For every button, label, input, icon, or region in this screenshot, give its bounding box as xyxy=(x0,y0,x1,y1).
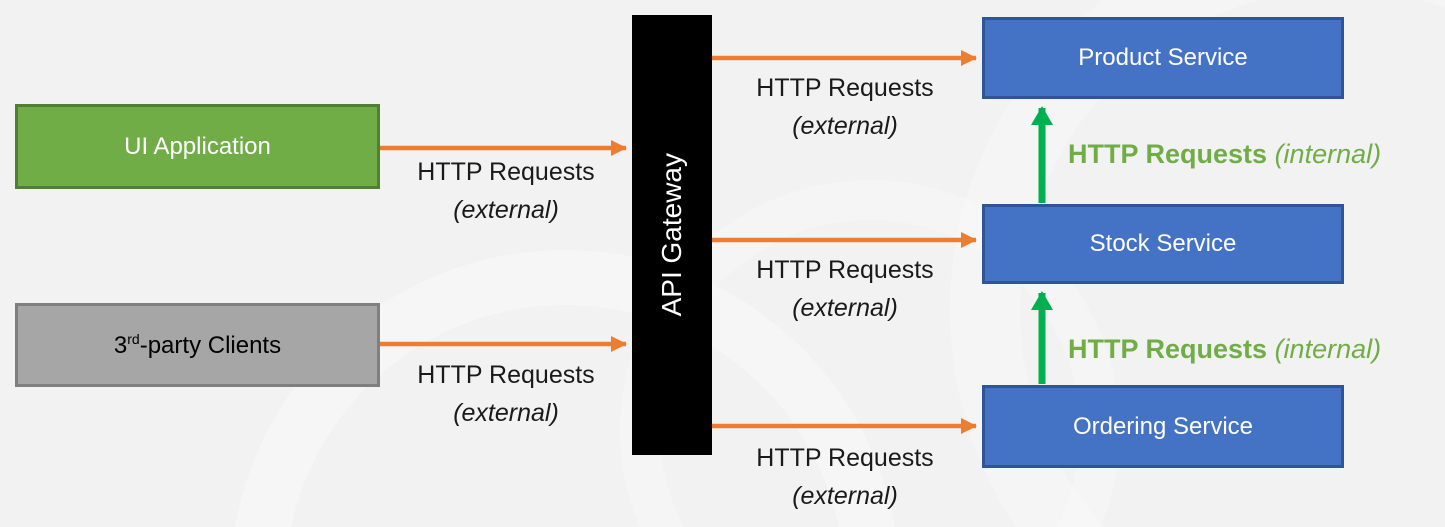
internal-label-italic: (internal) xyxy=(1274,334,1382,364)
node-product-service: Product Service xyxy=(982,17,1344,99)
edge-label-line1: HTTP Requests xyxy=(756,74,934,102)
internal-label-italic: (internal) xyxy=(1274,139,1382,169)
third-party-clients-label: 3rd-party Clients xyxy=(113,330,282,359)
edge-label-stock-product-internal: HTTP Requests (internal) xyxy=(1068,139,1445,170)
edge-label-gateway-ordering-external: HTTP Requests (external) xyxy=(720,439,970,515)
node-ordering-service: Ordering Service xyxy=(982,385,1344,468)
node-ui-application: UI Application xyxy=(15,104,380,189)
ordering-service-label: Ordering Service xyxy=(1072,412,1254,440)
edge-label-gateway-stock-external: HTTP Requests (external) xyxy=(720,251,970,327)
edge-label-thirdparty-gateway-external: HTTP Requests (external) xyxy=(381,356,631,432)
edge-label-gateway-product-external: HTTP Requests (external) xyxy=(720,69,970,145)
node-api-gateway: API Gateway xyxy=(632,15,712,455)
edge-label-ui-gateway-external: HTTP Requests (external) xyxy=(381,153,631,229)
product-service-label: Product Service xyxy=(1078,44,1248,71)
edge-label-ordering-stock-internal: HTTP Requests (internal) xyxy=(1068,334,1445,365)
stock-service-label: Stock Service xyxy=(1089,230,1237,257)
node-stock-service: Stock Service xyxy=(982,204,1344,284)
ui-application-label: UI Application xyxy=(124,132,271,160)
node-third-party-clients: 3rd-party Clients xyxy=(15,303,380,387)
edge-label-line1: HTTP Requests xyxy=(417,361,595,389)
edge-label-line1: HTTP Requests xyxy=(417,158,595,186)
edge-label-line2: (external) xyxy=(792,112,898,140)
edge-label-line1: HTTP Requests xyxy=(756,444,934,472)
edge-label-line2: (external) xyxy=(792,294,898,322)
internal-label-bold: HTTP Requests xyxy=(1068,334,1268,364)
api-gateway-label: API Gateway xyxy=(656,153,687,317)
edge-label-line2: (external) xyxy=(792,482,898,510)
internal-label-bold: HTTP Requests xyxy=(1068,139,1268,169)
edge-label-line2: (external) xyxy=(453,399,559,427)
edge-label-line2: (external) xyxy=(453,196,559,224)
third-party-superscript: rd xyxy=(127,330,140,347)
edge-label-line1: HTTP Requests xyxy=(756,256,934,284)
